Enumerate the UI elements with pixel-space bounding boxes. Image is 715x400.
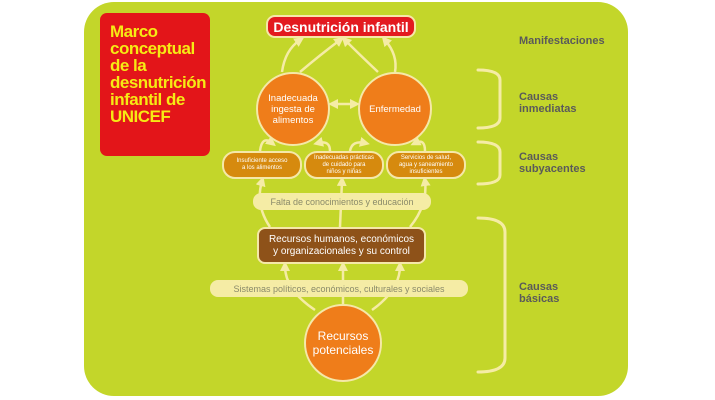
label-causas-subyacentes: Causas subyacentes: [519, 151, 586, 175]
label-causas-inmediatas: Causas inmediatas: [519, 91, 577, 115]
node-practicas-cuidado: Inadecuadas prácticas de cuidado para ni…: [304, 151, 384, 179]
diagram-title: Marco conceptual de la desnutrición infa…: [100, 13, 210, 156]
node-servicios-salud: Servicios de salud, agua y saneamiento i…: [386, 151, 466, 179]
arrow-food-top2: [299, 36, 344, 73]
arrow-food-top: [280, 37, 305, 73]
label-causas-basicas: Causas básicas: [519, 281, 560, 305]
arrow-p3-ill: [410, 136, 427, 152]
bracket-underlying: [476, 140, 502, 186]
node-enfermedad: Enfermedad: [358, 72, 432, 146]
node-recursos-potenciales: Recursos potenciales: [304, 304, 382, 382]
arrow-p2-ill: [348, 137, 370, 152]
arrow-p2-food: [313, 136, 332, 152]
band-sistemas: Sistemas políticos, económicos, cultural…: [210, 280, 468, 297]
node-recursos-humanos: Recursos humanos, económicos y organizac…: [257, 227, 426, 264]
bracket-basic: [476, 216, 507, 374]
band-conocimientos: Falta de conocimientos y educación: [253, 193, 431, 210]
arrow-ill-top: [381, 36, 397, 73]
label-manifestaciones: Manifestaciones: [519, 35, 605, 47]
arrow-ill-top2: [341, 36, 379, 73]
node-acceso-alimentos: Insuficiente acceso a los alimentos: [222, 151, 302, 179]
bracket-immediate: [476, 68, 502, 130]
node-ingesta: Inadecuada ingesta de alimentos: [256, 72, 330, 146]
node-desnutricion: Desnutrición infantil: [266, 15, 416, 38]
arrow-p1-food: [258, 135, 276, 152]
